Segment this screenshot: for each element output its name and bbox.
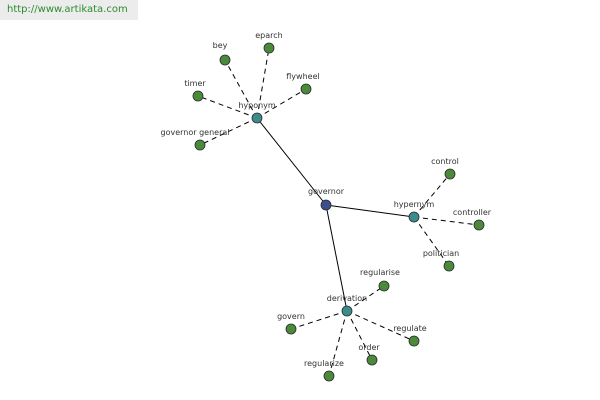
leaf-node-label: regularize bbox=[304, 359, 344, 368]
leaf-node-circle[interactable] bbox=[378, 280, 390, 292]
edge-hyponym-eparch bbox=[256, 47, 270, 119]
node-hyponym[interactable]: hyponym bbox=[238, 101, 276, 124]
node-regulate[interactable]: regulate bbox=[393, 324, 427, 347]
leaf-node-label: control bbox=[431, 157, 459, 166]
leaf-node-circle[interactable] bbox=[408, 335, 420, 347]
node-governor-general[interactable]: governor general bbox=[161, 128, 230, 151]
edge-hyponym-governor-general bbox=[199, 117, 258, 146]
leaf-node-circle[interactable] bbox=[323, 370, 335, 382]
watermark-url[interactable]: http://www.artikata.com bbox=[0, 0, 138, 20]
leaf-node-circle[interactable] bbox=[444, 168, 456, 180]
leaf-node-circle[interactable] bbox=[473, 219, 485, 231]
edge-hyponym-bey bbox=[224, 59, 258, 119]
node-regularize[interactable]: regularize bbox=[304, 359, 344, 382]
edge-derivation-regulate bbox=[346, 310, 415, 342]
node-derivation[interactable]: derivation bbox=[327, 294, 367, 317]
leaf-node-circle[interactable] bbox=[192, 90, 204, 102]
node-flywheel[interactable]: flywheel bbox=[286, 72, 320, 95]
relation-node-circle[interactable] bbox=[408, 211, 420, 223]
relation-node-circle[interactable] bbox=[341, 305, 353, 317]
node-govern[interactable]: govern bbox=[277, 312, 305, 335]
node-timer[interactable]: timer bbox=[184, 79, 206, 102]
leaf-node-label: govern bbox=[277, 312, 305, 321]
leaf-node-label: order bbox=[358, 343, 380, 352]
edge-derivation-govern bbox=[290, 310, 348, 330]
root-node-circle[interactable] bbox=[320, 199, 332, 211]
edge-hypernym-politician bbox=[413, 216, 450, 267]
edge-hyponym-flywheel bbox=[256, 88, 307, 119]
leaf-node-label: regularise bbox=[360, 268, 400, 277]
leaf-node-circle[interactable] bbox=[219, 54, 231, 66]
edge-derivation-regularise bbox=[346, 285, 385, 312]
node-controller[interactable]: controller bbox=[453, 208, 492, 231]
leaf-node-label: politician bbox=[423, 249, 459, 258]
leaf-node-circle[interactable] bbox=[285, 323, 297, 335]
leaf-node-circle[interactable] bbox=[366, 354, 378, 366]
relation-node-label: hyponym bbox=[238, 101, 276, 110]
node-politician[interactable]: politician bbox=[423, 249, 459, 272]
edge-hypernym-controller bbox=[413, 216, 480, 226]
node-order[interactable]: order bbox=[358, 343, 380, 366]
leaf-node-circle[interactable] bbox=[263, 42, 275, 54]
leaf-node-circle[interactable] bbox=[300, 83, 312, 95]
node-hypernym[interactable]: hypernym bbox=[394, 200, 435, 223]
node-eparch[interactable]: eparch bbox=[255, 31, 283, 54]
relation-node-label: hypernym bbox=[394, 200, 435, 209]
edge-governor-hyponym bbox=[256, 117, 327, 206]
edge-derivation-order bbox=[346, 310, 373, 361]
node-regularise[interactable]: regularise bbox=[360, 268, 400, 292]
node-bey[interactable]: bey bbox=[213, 41, 231, 66]
edge-hyponym-timer bbox=[197, 95, 258, 119]
leaf-node-circle[interactable] bbox=[194, 139, 206, 151]
leaf-node-label: governor general bbox=[161, 128, 230, 137]
edge-hypernym-control bbox=[413, 173, 451, 218]
leaf-node-label: regulate bbox=[393, 324, 426, 333]
leaf-node-circle[interactable] bbox=[443, 260, 455, 272]
relation-node-circle[interactable] bbox=[251, 112, 263, 124]
edge-governor-hypernym bbox=[325, 204, 415, 218]
root-node-label: governor bbox=[308, 187, 345, 196]
leaf-node-label: flywheel bbox=[286, 72, 319, 81]
relation-node-label: derivation bbox=[327, 294, 367, 303]
leaf-node-label: controller bbox=[453, 208, 492, 217]
leaf-node-label: timer bbox=[184, 79, 206, 88]
node-governor[interactable]: governor bbox=[308, 187, 345, 211]
graph-edges bbox=[197, 47, 480, 377]
edge-derivation-regularize bbox=[328, 310, 348, 377]
leaf-node-label: bey bbox=[213, 41, 228, 50]
node-control[interactable]: control bbox=[431, 157, 459, 180]
edge-governor-derivation bbox=[325, 204, 348, 312]
leaf-node-label: eparch bbox=[255, 31, 282, 40]
graph-nodes: governor hyponym hypernym derivation bey epar… bbox=[161, 31, 492, 382]
